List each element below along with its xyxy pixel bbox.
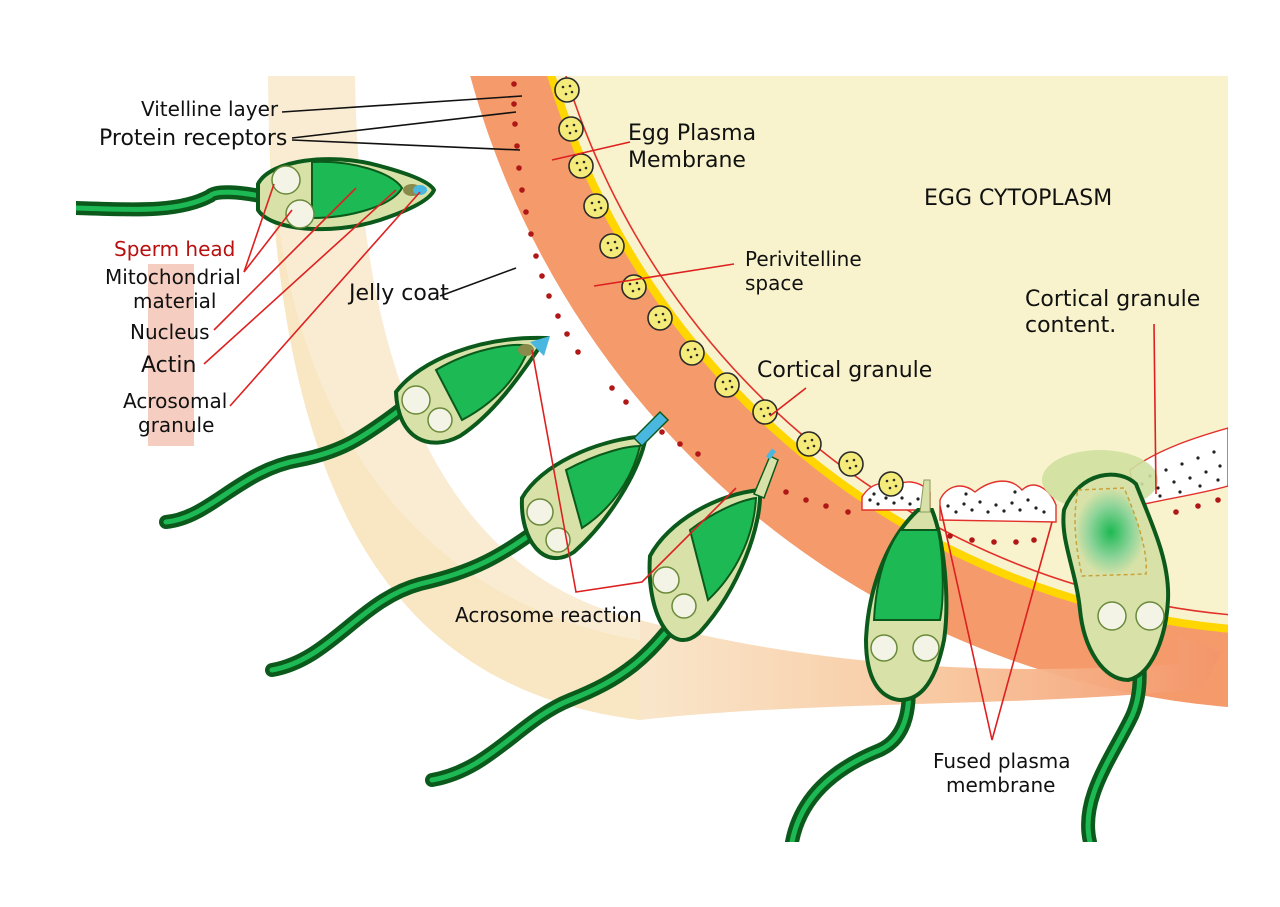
sperm-4 [425,448,779,787]
sperm-1 [76,157,437,232]
motion-band [268,76,640,720]
red-leaders [203,141,1157,741]
cortical-granule-speckles [561,84,898,490]
label-egg-plasma-membrane-2: Membrane [628,148,746,173]
label-egg-plasma-membrane-1: Egg Plasma [628,121,756,146]
sperm-head-label-box [148,264,194,446]
label-cortical-granule: Cortical granule [757,358,932,383]
label-protein-receptors: Protein receptors [99,126,287,151]
label-acrosome-reaction: Acrosome reaction [455,603,642,627]
cortical-content-dots [868,450,1222,514]
label-fused-plasma-2: membrane [946,773,1055,797]
label-acrosomal-2: granule [138,413,214,437]
label-vitelline-layer: Vitelline layer [141,97,279,121]
label-perivitelline-2: space [745,271,804,295]
protein-receptors [511,81,1221,545]
label-acrosomal-1: Acrosomal [123,389,227,413]
label-cortical-content-1: Cortical granule [1025,287,1200,312]
label-perivitelline-1: Perivitelline [745,247,862,271]
sperm-3 [265,410,670,677]
sperm-6 [1042,450,1171,842]
black-leaders [281,95,523,297]
cortical-content-patch-2 [939,480,1057,523]
cortical-granules [554,77,904,497]
label-mitochondrial-2: material [133,289,216,313]
label-mitochondrial-1: Mitochondrial [105,265,241,289]
label-sperm-head: Sperm head [114,237,235,261]
label-jelly-coat: Jelly coat [347,281,449,306]
label-nucleus: Nucleus [130,320,210,344]
label-fused-plasma-1: Fused plasma [933,749,1071,773]
label-actin: Actin [141,353,196,378]
sperm-2 [159,335,550,529]
sperm-5 [785,479,949,842]
label-egg-cytoplasm: EGG CYTOPLASM [924,186,1112,211]
label-cortical-content-2: content. [1025,313,1116,338]
